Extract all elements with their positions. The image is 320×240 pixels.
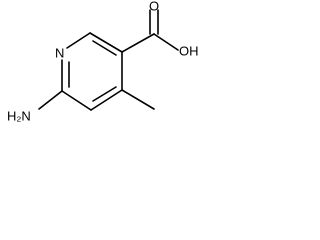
bond-c3-carboxyl-carbon — [121, 33, 155, 53]
bond-carboxyl-hydroxyl — [153, 33, 179, 51]
double-bond-c4-c5-inner — [92, 86, 117, 102]
chemical-structure: N O OH H₂N — [7, 0, 199, 123]
bond-c2-c3 — [89, 32, 123, 53]
bond-c6-amino — [38, 90, 63, 110]
double-bond-c2-c3-inner — [92, 40, 117, 56]
bond-c4-methyl — [121, 89, 155, 110]
bond-c4-c5 — [90, 89, 123, 111]
ring-nitrogen-label: N — [55, 45, 64, 60]
amino-group-label: H₂N — [7, 108, 31, 123]
bond-c5-c6 — [61, 90, 92, 111]
bond-n1-c2 — [66, 32, 91, 49]
carboxyl-hydroxyl-label: OH — [179, 43, 199, 58]
carboxyl-oxygen-label: O — [149, 0, 159, 13]
